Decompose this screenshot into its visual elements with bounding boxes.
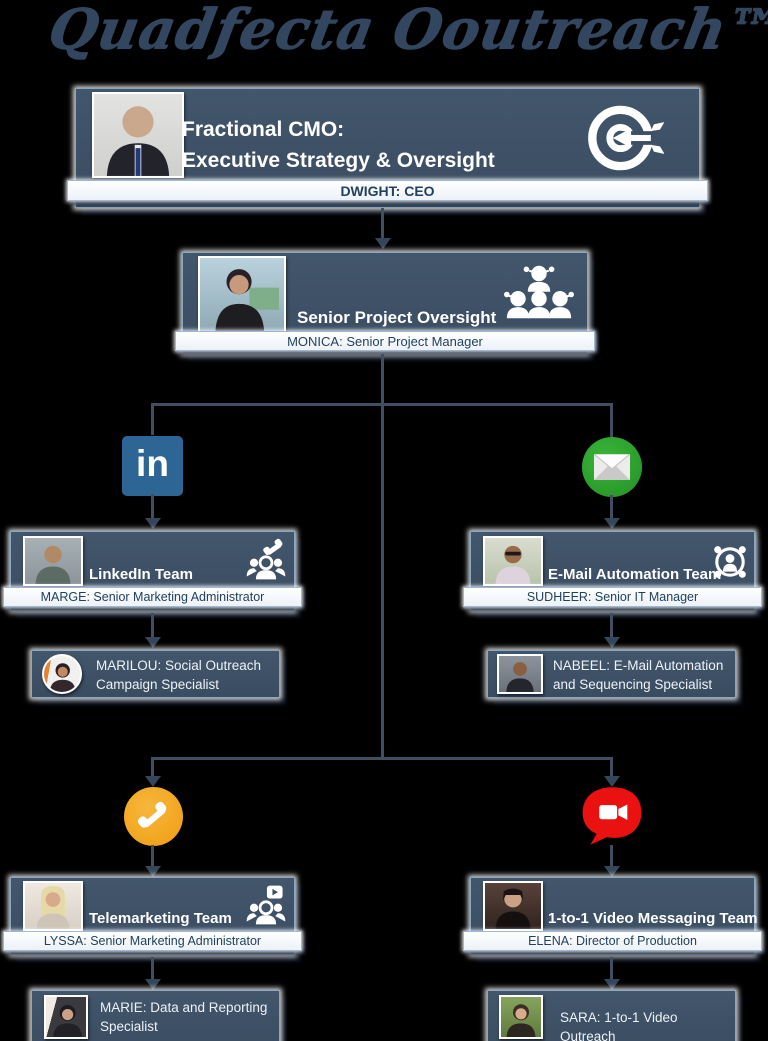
video-chat-icon: [580, 786, 644, 846]
phone-icon: [124, 787, 183, 846]
connector-branch-bottom: [151, 757, 613, 760]
connector-telemarketing-specialist: [151, 957, 154, 981]
arrowhead: [604, 776, 620, 787]
connector-ceo-manager: [381, 208, 384, 240]
telemarketing-team-photo: [23, 881, 83, 931]
email-team-name-bar: SUDHEER: Senior IT Manager: [463, 587, 762, 607]
telemarketing-team-label: Telemarketing Team: [89, 910, 232, 927]
ceo-name: DWIGHT: CEO: [340, 182, 435, 199]
connector-drop-video: [610, 757, 613, 779]
connector-trunk: [381, 354, 384, 759]
nabeel-photo: [497, 654, 543, 694]
people-phone-icon: [243, 537, 289, 583]
connector-drop-phone: [151, 757, 154, 779]
manager-role: Senior Project Oversight: [297, 308, 497, 327]
video-team-label: 1-to-1 Video Messaging Team: [548, 910, 758, 927]
team-group-icon: [497, 258, 581, 324]
telemarketing-team-name-bar: LYSSA: Senior Marketing Administrator: [3, 931, 302, 951]
manager-name: MONICA: Senior Project Manager: [287, 333, 483, 349]
video-team-name: ELENA: Director of Production: [528, 934, 697, 948]
connector-drop-email: [610, 403, 613, 437]
connector-linkedin-team: [151, 494, 154, 520]
marie-photo: [44, 995, 88, 1039]
arrowhead: [604, 518, 620, 529]
people-video-icon: [243, 882, 289, 928]
connector-video-specialist: [610, 957, 613, 981]
connector-email-specialist: [610, 613, 613, 639]
connector-video-team: [610, 845, 613, 869]
email-team-label: E-Mail Automation Team: [548, 566, 722, 583]
marie-text: MARIE: Data and Reporting Specialist: [100, 1000, 268, 1034]
arrowhead: [145, 979, 161, 990]
person-network-icon: [708, 540, 752, 584]
arrowhead: [145, 637, 161, 648]
linkedin-team-name: MARGE: Senior Marketing Administrator: [40, 590, 265, 604]
linkedin-team-name-bar: MARGE: Senior Marketing Administrator: [3, 587, 302, 607]
video-team-photo: [483, 881, 543, 931]
arrowhead: [145, 866, 161, 877]
arrowhead: [375, 238, 391, 249]
sara-photo: [499, 995, 543, 1039]
page-title: Quadfecta Ooutreach™ Team: [43, 0, 768, 61]
linkedin-team-photo: [23, 536, 83, 586]
marilou-text: MARILOU: Social Outreach Campaign Specia…: [96, 658, 262, 692]
connector-drop-linkedin: [151, 403, 154, 435]
email-team-name: SUDHEER: Senior IT Manager: [526, 590, 699, 604]
email-team-photo: [483, 536, 543, 586]
linkedin-team-label: LinkedIn Team: [89, 566, 193, 583]
video-team-name-bar: ELENA: Director of Production: [463, 931, 762, 951]
telemarketing-team-name: LYSSA: Senior Marketing Administrator: [43, 934, 262, 948]
arrowhead: [145, 518, 161, 529]
linkedin-glyph: in: [136, 443, 169, 484]
ceo-photo: [92, 92, 184, 178]
email-icon: [582, 437, 642, 497]
arrowhead: [604, 979, 620, 990]
linkedin-icon: in: [122, 436, 183, 496]
connector-phone-team: [151, 845, 154, 869]
connector-email-team: [610, 495, 613, 520]
connector-linkedin-specialist: [151, 613, 154, 639]
arrowhead: [145, 776, 161, 787]
arrowhead: [604, 637, 620, 648]
marilou-photo: [42, 654, 82, 694]
ceo-role: Fractional CMO: Executive Strategy & Ove…: [182, 118, 495, 172]
connector-branch-top: [151, 403, 613, 406]
nabeel-text: NABEEL: E-Mail Automation and Sequencing…: [553, 658, 724, 692]
manager-name-bar: MONICA: Senior Project Manager: [175, 331, 595, 351]
target-arrow-icon: [586, 100, 664, 176]
arrowhead: [604, 866, 620, 877]
manager-photo: [198, 256, 286, 334]
sara-text: SARA: 1-to-1 Video Outreach: [560, 1010, 678, 1041]
ceo-name-bar: DWIGHT: CEO: [67, 180, 708, 201]
